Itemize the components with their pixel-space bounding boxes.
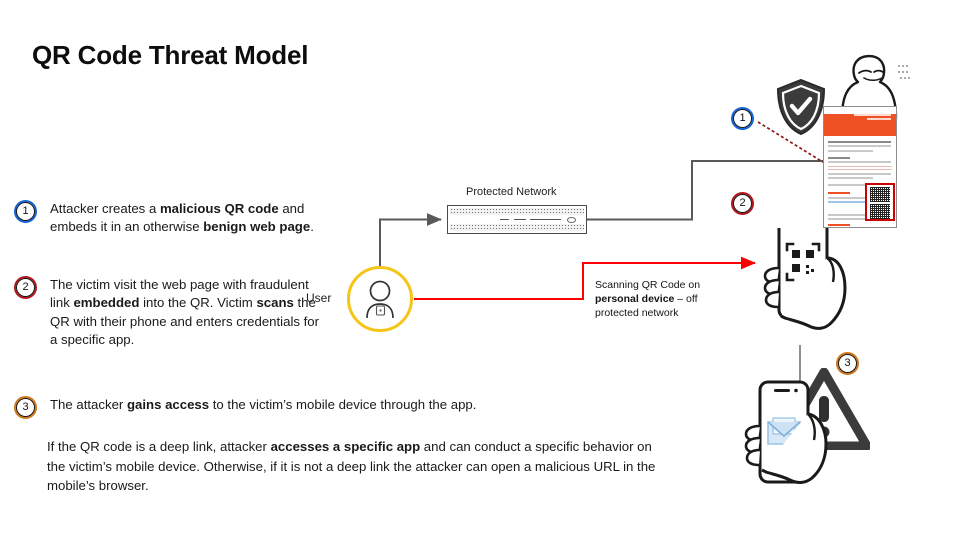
diagram-marker-2: 2	[731, 192, 754, 215]
shield-check-icon	[775, 78, 827, 136]
step-2-text: The victim visit the web page with fraud…	[50, 276, 324, 350]
paragraph-seg-0: If the QR code is a deep link, attacker	[47, 439, 271, 454]
webpage-body-line-8	[828, 184, 892, 187]
webpage-body-line-1	[828, 141, 892, 143]
hand-phone-envelope-icon	[742, 378, 850, 490]
step-3-text: The attacker gains access to the victim’…	[50, 396, 476, 414]
qr-highlight-box[interactable]	[865, 183, 895, 221]
webpage-body-line-6	[828, 172, 892, 175]
user-person-glyph	[366, 280, 394, 319]
diagram-marker-3-number: 3	[838, 354, 857, 373]
appliance-bottom-band	[450, 224, 584, 231]
step-3-row: 3 The attacker gains access to the victi…	[14, 396, 634, 419]
step-1-text-seg-3: benign web page	[203, 219, 311, 235]
step-3-text-seg-1: gains access	[126, 397, 210, 412]
webpage-body-line-5	[828, 161, 892, 164]
webpage-with-qr-icon	[823, 106, 897, 228]
hacker-silhouette-icon	[834, 52, 912, 120]
webpage-body-line-10	[828, 213, 892, 216]
closing-paragraph: If the QR code is a deep link, attacker …	[47, 437, 657, 496]
webpage-body-line-3	[828, 149, 873, 152]
step-2-number: 2	[16, 278, 35, 297]
diagram-marker-3: 3	[836, 352, 859, 375]
qr-code-icon-1[interactable]	[870, 187, 890, 202]
step-1-text-seg-1: malicious QR code	[159, 201, 279, 216]
appliance-top-band	[450, 208, 584, 215]
path-user-to-network	[379, 213, 442, 266]
webpage-header-line-1	[853, 114, 891, 116]
step-2-marker: 2	[14, 276, 37, 299]
path-network-to-webpage	[587, 160, 836, 221]
webpage-body-line-2	[828, 145, 892, 148]
step-1-text: Attacker creates a malicious QR code and…	[50, 200, 324, 237]
step-1-marker: 1	[14, 200, 37, 223]
step-3-marker: 3	[14, 396, 37, 419]
appliance-dash-2	[514, 218, 526, 220]
webpage-header-line-2	[866, 118, 891, 120]
scan-annotation-seg-1: personal device	[595, 293, 675, 305]
step-2-row: 2 The victim visit the web page with fra…	[14, 276, 324, 350]
scan-annotation-seg-2: – off protected network	[595, 293, 698, 319]
step-3-text-seg-0: The attacker	[50, 397, 127, 412]
network-label: Protected Network	[466, 186, 557, 198]
step-1-text-seg-0: Attacker creates a	[50, 201, 160, 216]
webpage-header-banner	[824, 114, 896, 136]
step-3-number: 3	[16, 398, 35, 417]
user-label: User	[306, 291, 332, 305]
diagram-marker-1: 1	[731, 107, 754, 130]
scan-annotation-seg-0: Scanning QR Code on	[595, 279, 701, 291]
webpage-footer-heading	[828, 224, 850, 227]
scan-annotation: Scanning QR Code on personal device – of…	[595, 278, 720, 320]
step-2-text-seg-0: The victim visit the web page with fraud…	[50, 277, 309, 311]
webpage-bullet-1	[828, 165, 892, 168]
step-1-row: 1 Attacker creates a malicious QR code a…	[14, 200, 324, 237]
step-3-text-seg-2: to the victim’s mobile device through th…	[209, 397, 477, 412]
diagram-marker-1-number: 1	[733, 109, 752, 128]
webpage-body-line-4	[828, 156, 850, 159]
step-1-number: 1	[16, 202, 35, 221]
step-1-text-seg-4: .	[310, 219, 314, 235]
appliance-dash-1	[500, 218, 509, 220]
webpage-body-line-11	[828, 218, 873, 221]
appliance-led-icon	[567, 216, 576, 223]
paragraph-seg-1: accesses a specific app	[270, 439, 421, 454]
step-2-text-seg-3: scans	[256, 295, 294, 311]
diagram-marker-2-number: 2	[733, 194, 752, 213]
webpage-section-heading	[828, 192, 850, 195]
webpage-bullet-2	[828, 168, 892, 171]
user-avatar-icon	[347, 266, 413, 332]
page-title: QR Code Threat Model	[32, 40, 309, 70]
step-2-text-seg-4: the QR with their phone and enters crede…	[50, 295, 320, 348]
appliance-dash-3	[530, 218, 561, 220]
webpage-link-line	[828, 200, 873, 203]
webpage-body-line-7	[828, 177, 873, 180]
step-2-text-seg-1: embedded	[73, 295, 140, 311]
check-icon	[789, 96, 813, 116]
network-appliance-icon	[447, 205, 587, 234]
paragraph-seg-2: and can conduct a specific behavior on t…	[47, 439, 656, 494]
qr-code-icon-2[interactable]	[870, 204, 890, 219]
step-2-text-seg-2: into the QR. Victim	[139, 295, 257, 311]
webpage-body-line-9	[828, 196, 892, 199]
hand-phone-qr-scan-icon	[757, 212, 862, 348]
step-1-text-seg-2: and embeds it in an otherwise	[50, 201, 305, 235]
